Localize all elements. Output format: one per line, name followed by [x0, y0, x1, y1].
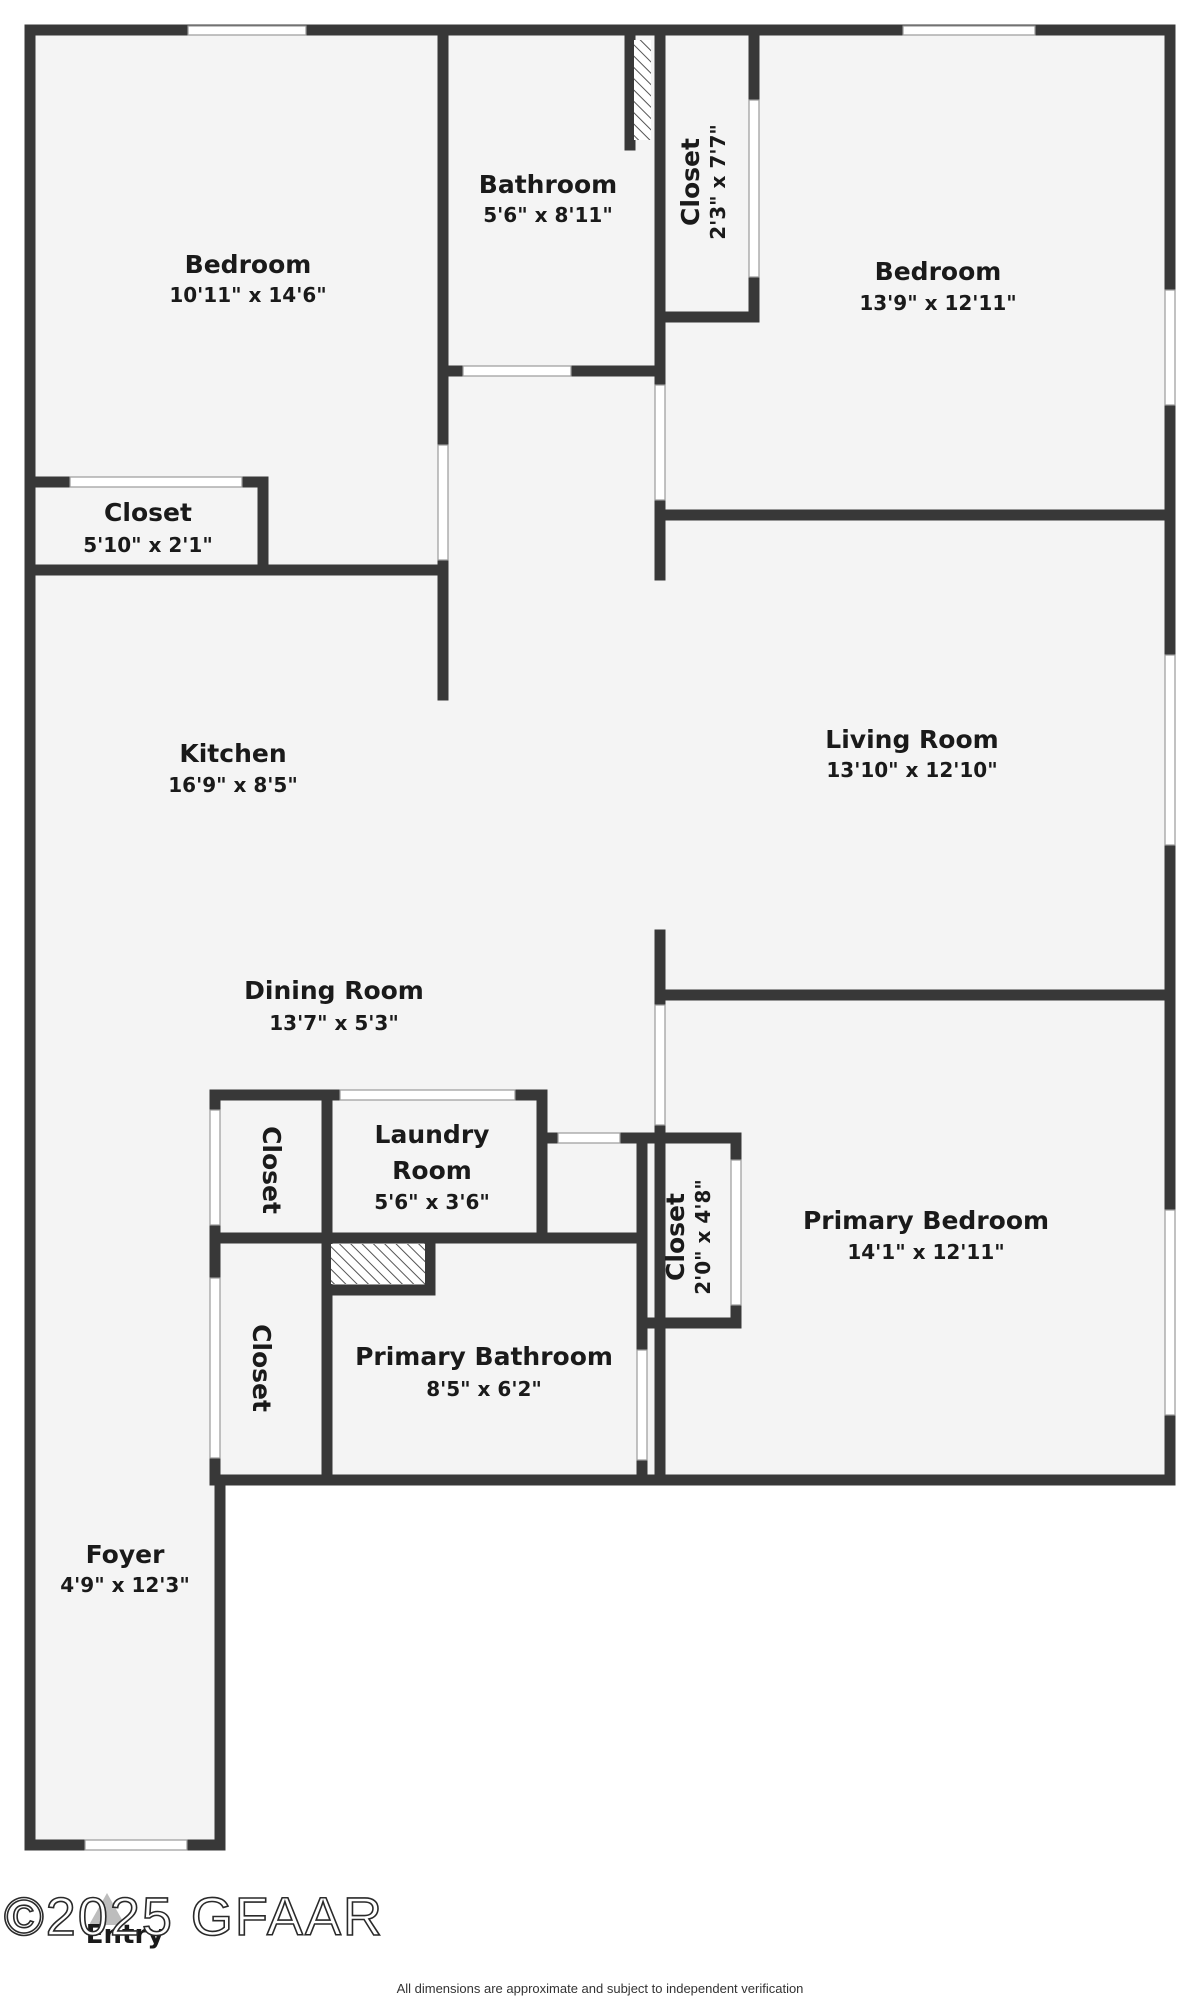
- room-bathroom: Bathroom 5'6" x 8'11": [479, 170, 617, 227]
- disclaimer: All dimensions are approximate and subje…: [397, 1981, 804, 1996]
- windows: [84, 25, 1176, 1851]
- room-name-line1: Laundry: [375, 1120, 490, 1149]
- room-name-line2: Room: [392, 1156, 472, 1185]
- room-bedroom-nw: Bedroom 10'11" x 14'6": [169, 250, 326, 307]
- window-living-east: [1164, 654, 1176, 846]
- room-dimensions: 5'10" x 2'1": [83, 533, 213, 557]
- window-ne-bedroom: [902, 25, 1036, 36]
- room-name: Living Room: [825, 725, 998, 754]
- room-name: Primary Bathroom: [355, 1342, 613, 1371]
- room-name: Closet: [661, 1193, 690, 1281]
- chase-hatched-top: [634, 40, 651, 140]
- room-name: Foyer: [86, 1540, 165, 1569]
- room-dimensions: 2'3" x 7'7": [706, 124, 730, 240]
- window-nw-bedroom: [187, 25, 307, 36]
- room-name: Dining Room: [244, 976, 424, 1005]
- room-dimensions: 5'6" x 3'6": [374, 1190, 490, 1214]
- chase-hatched-bath: [331, 1244, 425, 1284]
- room-dimensions: 13'7" x 5'3": [269, 1011, 399, 1035]
- room-closet-foyer: Closet: [247, 1324, 276, 1412]
- room-primary-bathroom: Primary Bathroom 8'5" x 6'2": [355, 1342, 613, 1401]
- entry-arrow-icon: [89, 1893, 125, 1925]
- room-dimensions: 10'11" x 14'6": [169, 283, 326, 307]
- room-name: Closet: [104, 498, 192, 527]
- entry-label: Entry: [86, 1920, 165, 1950]
- room-closet-primary: Closet 2'0" x 4'8": [661, 1179, 715, 1295]
- room-dimensions: 13'9" x 12'11": [859, 291, 1016, 315]
- room-name: Closet: [247, 1324, 276, 1412]
- room-dimensions: 2'0" x 4'8": [691, 1179, 715, 1295]
- room-dimensions: 16'9" x 8'5": [168, 773, 298, 797]
- room-name: Primary Bedroom: [803, 1206, 1049, 1235]
- room-laundry: Laundry Room 5'6" x 3'6": [374, 1120, 490, 1214]
- room-closet-top: Closet 2'3" x 7'7": [676, 124, 730, 240]
- room-name: Closet: [676, 138, 705, 226]
- window-ne-east: [1164, 289, 1176, 406]
- room-dimensions: 5'6" x 8'11": [483, 203, 613, 227]
- room-kitchen: Kitchen 16'9" x 8'5": [168, 739, 298, 797]
- room-primary-bedroom: Primary Bedroom 14'1" x 12'11": [803, 1206, 1049, 1264]
- room-name: Bedroom: [185, 250, 312, 279]
- room-living-room: Living Room 13'10" x 12'10": [825, 725, 998, 782]
- room-closet-laundry-left: Closet: [257, 1126, 286, 1214]
- room-dimensions: 8'5" x 6'2": [426, 1377, 542, 1401]
- room-name: Bedroom: [875, 257, 1002, 286]
- entry-door-opening: [84, 1839, 188, 1851]
- room-name: Bathroom: [479, 170, 617, 199]
- floor-area: [30, 35, 1170, 1845]
- room-foyer: Foyer 4'9" x 12'3": [60, 1540, 190, 1597]
- room-dimensions: 4'9" x 12'3": [60, 1573, 190, 1597]
- watermark: ©2025 GFAAR: [4, 1887, 384, 1947]
- room-dimensions: 14'1" x 12'11": [847, 1240, 1004, 1264]
- room-closet-nw: Closet 5'10" x 2'1": [83, 498, 213, 557]
- room-dining-room: Dining Room 13'7" x 5'3": [244, 976, 424, 1035]
- room-name: Closet: [257, 1126, 286, 1214]
- window-primary-east: [1164, 1209, 1176, 1416]
- door-openings: [69, 99, 760, 1461]
- room-dimensions: 13'10" x 12'10": [826, 758, 997, 782]
- room-name: Kitchen: [179, 739, 286, 768]
- room-bedroom-ne: Bedroom 13'9" x 12'11": [859, 257, 1016, 315]
